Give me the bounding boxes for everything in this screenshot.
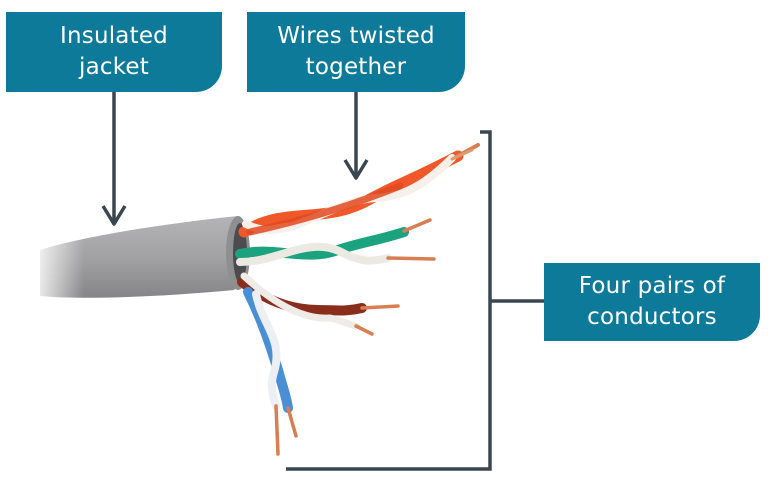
twisted-leader-arrow xyxy=(343,92,369,180)
wire-pair-brown xyxy=(237,272,400,336)
insulated-jacket-label-line2: jacket xyxy=(79,54,149,80)
wires-twisted-label-line2: together xyxy=(305,54,407,80)
conductors-bracket xyxy=(286,130,544,471)
four-pairs-label-line2: conductors xyxy=(587,304,717,330)
wire-pair-orange xyxy=(238,143,480,238)
four-pairs-label-line1: Four pairs of xyxy=(578,273,726,299)
wire-pair-blue xyxy=(243,287,298,456)
wires-twisted-label: Wires twisted together xyxy=(247,12,465,92)
wires-twisted-label-line1: Wires twisted xyxy=(277,23,435,49)
insulated-jacket-label-line1: Insulated xyxy=(60,23,168,49)
wire-pair-green xyxy=(235,218,436,266)
four-pairs-label: Four pairs of conductors xyxy=(544,263,760,341)
jacket-leader-arrow xyxy=(101,92,127,226)
insulated-jacket-label: Insulated jacket xyxy=(6,12,222,92)
cable-jacket xyxy=(30,210,250,310)
